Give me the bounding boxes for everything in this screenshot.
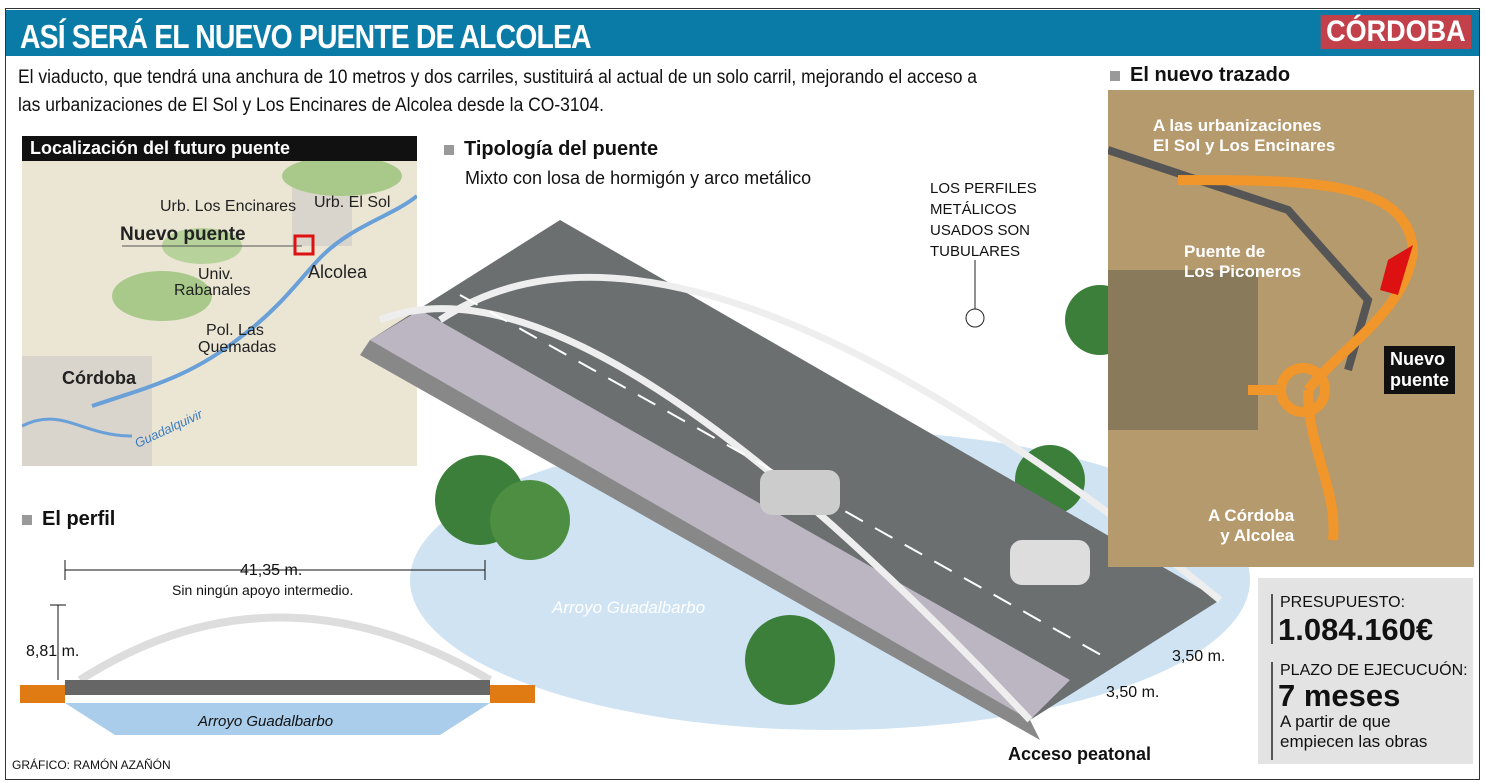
- note-line: USADOS SON: [930, 222, 1031, 239]
- divider: [1271, 662, 1273, 760]
- credit: GRÁFICO: RAMÓN AZAÑÓN: [12, 758, 171, 772]
- profile-diagram: [20, 560, 535, 735]
- profile-heading: El perfil: [22, 508, 115, 531]
- header-bar: ASÍ SERÁ EL NUEVO PUENTE DE ALCOLEA CÓRD…: [6, 10, 1479, 56]
- map-label: Pol. Las: [206, 322, 264, 339]
- budget-value: 1.084.160€: [1278, 612, 1434, 647]
- label-line: A las urbanizaciones: [1153, 116, 1322, 135]
- location-map: Localización del futuro puente Urb. Los …: [22, 136, 417, 466]
- typology-subtitle: Mixto con losa de hormigón y arco metáli…: [465, 168, 812, 188]
- pedestrian-access-label: Acceso peatonal: [1008, 744, 1152, 764]
- intro-text: El viaducto, que tendrá una anchura de 1…: [18, 67, 978, 116]
- note-line: A partir de que: [1280, 712, 1391, 731]
- map-label: Quemadas: [198, 339, 277, 356]
- term-label: PLAZO DE EJECUCUÓN:: [1280, 662, 1468, 679]
- map-label: Alcolea: [308, 262, 368, 282]
- facts-box: PRESUPUESTO: 1.084.160€ PLAZO DE EJECUCU…: [1258, 578, 1473, 764]
- map-label: Urb. Los Encinares: [160, 198, 297, 215]
- label-line: y Alcolea: [1220, 526, 1295, 545]
- note-line: empiecen las obras: [1280, 732, 1428, 751]
- label-line: El Sol y Los Encinares: [1153, 136, 1336, 155]
- span-note: Sin ningún apoyo intermedio.: [172, 582, 354, 598]
- map-label: Urb. El Sol: [314, 194, 391, 211]
- note-line: TUBULARES: [930, 243, 1021, 260]
- budget-label: PRESUPUESTO:: [1280, 594, 1406, 611]
- typology-heading: Tipología del puente: [444, 138, 658, 161]
- profile-river-label: Arroyo Guadalbarbo: [198, 713, 334, 730]
- route-heading: El nuevo trazado: [1110, 64, 1290, 87]
- map-label: Córdoba: [62, 368, 136, 388]
- section-badge: CÓRDOBA: [1320, 15, 1471, 49]
- map-label: Rabanales: [174, 282, 251, 299]
- label-line: Nuevo: [1390, 349, 1446, 369]
- note-line: LOS PERFILES: [930, 180, 1037, 197]
- lane-width-1: 3,50 m.: [1172, 648, 1226, 665]
- profile-note: LOS PERFILES METÁLICOS USADOS SON TUBULA…: [930, 178, 1037, 262]
- bridge-illustration: [360, 220, 1250, 740]
- span-length: 41,35 m.: [240, 562, 303, 579]
- map-graphic: [22, 156, 417, 466]
- profile-title: El perfil: [42, 508, 116, 530]
- label-line: Puente de: [1184, 242, 1266, 261]
- divider: [1271, 594, 1273, 644]
- label-line: A Córdoba: [1208, 506, 1295, 525]
- route-title: El nuevo trazado: [1130, 64, 1291, 86]
- height-value: 8,81 m.: [26, 643, 80, 660]
- map-title: Localización del futuro puente: [22, 136, 417, 161]
- river-label: Arroyo Guadalbarbo: [552, 598, 706, 617]
- typology-title: Tipología del puente: [464, 138, 659, 160]
- infographic-frame: [5, 8, 1480, 780]
- label-line: puente: [1390, 370, 1450, 390]
- term-value: 7 meses: [1278, 678, 1401, 713]
- lane-width-2: 3,50 m.: [1106, 684, 1160, 701]
- page-title: ASÍ SERÁ EL NUEVO PUENTE DE ALCOLEA: [20, 18, 592, 55]
- note-line: METÁLICOS: [930, 201, 1017, 218]
- map-label-new-bridge: Nuevo puente: [120, 224, 246, 245]
- route-graphic: [1108, 146, 1419, 541]
- label-line: Los Piconeros: [1184, 262, 1302, 281]
- map-label: Univ.: [198, 266, 234, 283]
